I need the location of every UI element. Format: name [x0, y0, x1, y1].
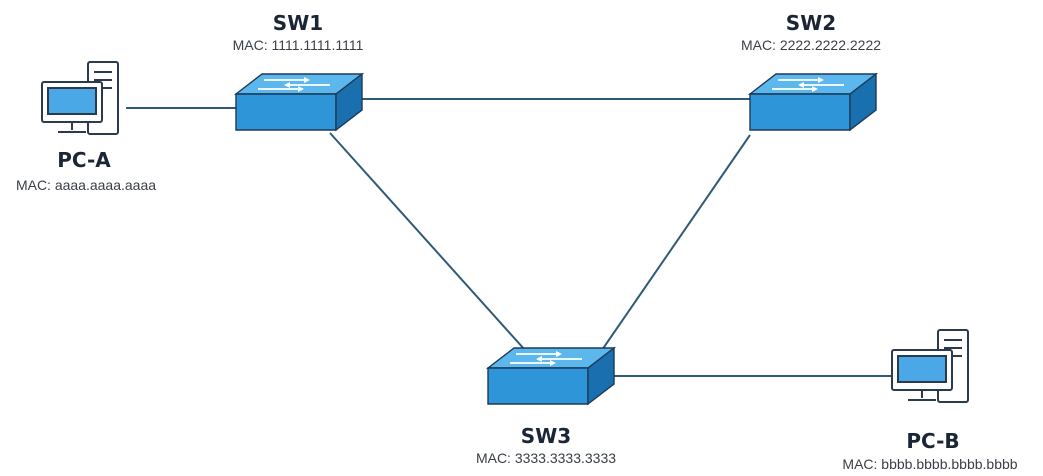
pc-name: PC-B — [906, 429, 959, 453]
pc-name: PC-A — [57, 148, 111, 172]
switch-mac: MAC: 3333.3333.3333 — [476, 450, 616, 466]
switch-icon — [749, 73, 877, 131]
switch-sw3[interactable]: SW3 MAC: 3333.3333.3333 — [476, 347, 616, 466]
link-sw1-sw3 — [329, 132, 526, 351]
switch-name: SW3 — [521, 424, 571, 448]
switch-sw2[interactable]: SW2 MAC: 2222.2222.2222 — [741, 11, 881, 131]
switch-icon — [235, 73, 363, 131]
switch-icon — [487, 347, 615, 405]
pc-b[interactable]: PC-B MAC: bbbb.bbbb.bbbb.bbbb — [842, 329, 1018, 472]
switch-name: SW1 — [273, 11, 323, 35]
switch-name: SW2 — [786, 11, 836, 35]
switch-sw1[interactable]: SW1 MAC: 1111.1111.1111 — [233, 11, 364, 131]
pc-mac: MAC: aaaa.aaaa.aaaa — [16, 177, 156, 193]
computer-icon — [41, 61, 119, 135]
pc-mac: MAC: bbbb.bbbb.bbbb.bbbb — [842, 456, 1017, 472]
link-sw2-sw3 — [601, 134, 751, 351]
pc-a[interactable]: PC-A MAC: aaaa.aaaa.aaaa — [16, 61, 156, 193]
switch-mac: MAC: 2222.2222.2222 — [741, 37, 881, 53]
switch-mac: MAC: 1111.1111.1111 — [233, 37, 364, 53]
computer-icon — [891, 329, 969, 403]
